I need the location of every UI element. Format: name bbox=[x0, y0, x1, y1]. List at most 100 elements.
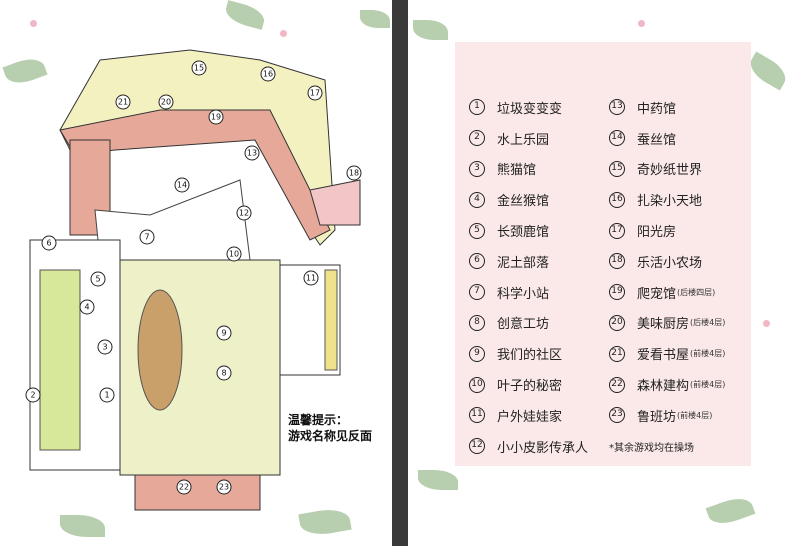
legend-number: 4 bbox=[469, 191, 485, 208]
legend-name: 美味厨房 bbox=[637, 317, 690, 333]
legend-number: 9 bbox=[469, 345, 485, 362]
campus-map bbox=[29, 49, 361, 511]
legend-number: 20 bbox=[609, 314, 625, 331]
map-marker-7[interactable]: 7 bbox=[139, 229, 155, 245]
map-marker-2[interactable]: 2 bbox=[25, 387, 41, 403]
legend-number: 23 bbox=[609, 407, 625, 424]
legend-name: 奇妙纸世界 bbox=[637, 163, 703, 179]
legend-item: 1 垃圾变变变 bbox=[469, 92, 588, 123]
map-marker-12[interactable]: 12 bbox=[236, 205, 252, 221]
flower-decoration bbox=[763, 320, 770, 327]
legend-number: 19 bbox=[609, 284, 625, 301]
legend-number: 21 bbox=[609, 345, 625, 362]
legend-number: 8 bbox=[469, 314, 485, 331]
legend-item: 21 爱看书屋(前楼4层) bbox=[609, 338, 725, 369]
flower-decoration bbox=[280, 30, 287, 37]
legend-item: 8 创意工坊 bbox=[469, 308, 588, 339]
legend-number: 5 bbox=[469, 222, 485, 239]
page-gutter bbox=[392, 0, 408, 546]
farm bbox=[309, 179, 361, 226]
map-marker-3[interactable]: 3 bbox=[97, 339, 113, 355]
legend-item: 7 科学小站 bbox=[469, 277, 588, 308]
legend-name: 水上乐园 bbox=[497, 132, 550, 148]
legend-number: 15 bbox=[609, 160, 625, 177]
grass-strip bbox=[39, 269, 81, 451]
legend-number: 12 bbox=[469, 438, 485, 455]
legend-item: 11 户外娃娃家 bbox=[469, 400, 588, 431]
map-marker-20[interactable]: 20 bbox=[158, 94, 174, 110]
leaf-decoration bbox=[413, 20, 448, 40]
map-marker-6[interactable]: 6 bbox=[41, 235, 57, 251]
legend-number: 1 bbox=[469, 99, 485, 116]
map-marker-11[interactable]: 11 bbox=[303, 270, 319, 286]
legend-note: (后楼4层) bbox=[690, 318, 726, 328]
map-marker-9[interactable]: 9 bbox=[216, 325, 232, 341]
legend-name: 蚕丝馆 bbox=[637, 132, 677, 148]
map-marker-5[interactable]: 5 bbox=[90, 271, 106, 287]
legend-name: 户外娃娃家 bbox=[497, 409, 563, 425]
map-marker-17[interactable]: 17 bbox=[307, 85, 323, 101]
leaf-decoration bbox=[418, 470, 458, 490]
legend-item: 15 奇妙纸世界 bbox=[609, 154, 725, 185]
legend-name: 森林建构 bbox=[637, 379, 690, 395]
map-marker-13[interactable]: 13 bbox=[244, 145, 260, 161]
legend-name: 鲁班坊 bbox=[637, 409, 677, 425]
map-marker-8[interactable]: 8 bbox=[216, 365, 232, 381]
legend-number: 22 bbox=[609, 376, 625, 393]
tip-text: 游戏名称见反面 bbox=[288, 429, 373, 443]
map-marker-15[interactable]: 15 bbox=[191, 60, 207, 76]
legend-footnote-row: *其余游戏均在操场 bbox=[609, 431, 725, 462]
legend-number: 2 bbox=[469, 130, 485, 147]
legend-item: 16 扎染小天地 bbox=[609, 184, 725, 215]
legend-name: 创意工坊 bbox=[497, 317, 550, 333]
legend-name: 阳光房 bbox=[637, 225, 677, 241]
map-marker-1[interactable]: 1 bbox=[99, 387, 115, 403]
map-marker-19[interactable]: 19 bbox=[208, 109, 224, 125]
flower-decoration bbox=[638, 20, 645, 27]
legend-name: 熊猫馆 bbox=[497, 163, 537, 179]
map-marker-23[interactable]: 23 bbox=[216, 479, 232, 495]
legend-name: 我们的社区 bbox=[497, 348, 563, 364]
legend-number: 7 bbox=[469, 284, 485, 301]
sandpit bbox=[137, 289, 183, 411]
legend-note: (前楼4层) bbox=[690, 349, 726, 359]
leaf-decoration bbox=[60, 515, 105, 537]
legend-number: 16 bbox=[609, 191, 625, 208]
map-tip: 温馨提示： 游戏名称见反面 bbox=[288, 412, 372, 444]
path-strip bbox=[324, 269, 338, 371]
legend-name: 爬宠馆 bbox=[637, 286, 677, 302]
legend-number: 18 bbox=[609, 253, 625, 270]
legend-name: 长颈鹿馆 bbox=[497, 225, 550, 241]
map-marker-14[interactable]: 14 bbox=[174, 177, 190, 193]
map-marker-21[interactable]: 21 bbox=[115, 94, 131, 110]
legend-item: 20 美味厨房(后楼4层) bbox=[609, 308, 725, 339]
legend-number: 6 bbox=[469, 253, 485, 270]
legend-number: 14 bbox=[609, 130, 625, 147]
front-building bbox=[134, 474, 261, 511]
legend-item: 5 长颈鹿馆 bbox=[469, 215, 588, 246]
map-marker-4[interactable]: 4 bbox=[79, 299, 95, 315]
legend-item: 6 泥土部落 bbox=[469, 246, 588, 277]
legend-name: 爱看书屋 bbox=[637, 348, 690, 364]
map-marker-16[interactable]: 16 bbox=[260, 66, 276, 82]
legend-name: 科学小站 bbox=[497, 286, 550, 302]
map-marker-10[interactable]: 10 bbox=[226, 246, 242, 262]
legend-name: 扎染小天地 bbox=[637, 194, 703, 210]
legend-name: 中药馆 bbox=[637, 101, 677, 117]
map-marker-22[interactable]: 22 bbox=[176, 479, 192, 495]
legend-name: 泥土部落 bbox=[497, 255, 550, 271]
legend-name: 垃圾变变变 bbox=[497, 101, 563, 117]
legend-number: 17 bbox=[609, 222, 625, 239]
legend-number: 10 bbox=[469, 376, 485, 393]
map-marker-18[interactable]: 18 bbox=[346, 165, 362, 181]
legend-number: 11 bbox=[469, 407, 485, 424]
